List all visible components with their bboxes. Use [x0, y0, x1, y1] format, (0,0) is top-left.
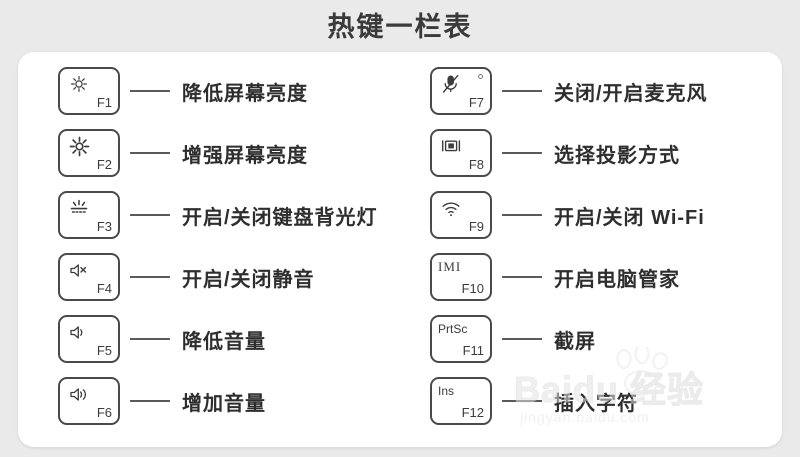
hotkey-description: 降低屏幕亮度 — [182, 82, 308, 105]
hotkey-row: F9 开启/关闭 Wi-Fi — [430, 184, 782, 246]
key-fn-label: F7 — [468, 95, 484, 110]
text-label-icon: PrtSc — [438, 322, 468, 336]
key-f6[interactable]: F6 — [58, 377, 120, 425]
key-fn-label: F9 — [468, 219, 484, 234]
projection-icon — [438, 135, 464, 157]
hotkey-column-left: F1 降低屏幕亮度 F2 增强屏幕亮度 F3 开启/关闭键盘背光灯 F4 开启/关闭静音 F5 降… — [18, 52, 400, 447]
hotkey-description: 开启/关闭键盘背光灯 — [182, 206, 378, 229]
connector-line — [502, 276, 542, 278]
hotkey-description: 降低音量 — [182, 330, 266, 353]
volume-down-icon — [66, 321, 92, 343]
connector-line — [502, 400, 542, 402]
key-f9[interactable]: F9 — [430, 191, 492, 239]
brightness-down-icon — [66, 73, 92, 95]
volume-up-icon — [66, 383, 92, 405]
key-f8[interactable]: F8 — [430, 129, 492, 177]
microphone-mute-icon — [438, 73, 464, 95]
hotkey-row: F7 关闭/开启麦克风 — [430, 60, 782, 122]
hotkey-row: F3 开启/关闭键盘背光灯 — [58, 184, 440, 246]
key-fn-label: F11 — [462, 343, 484, 358]
connector-line — [130, 152, 170, 154]
hotkey-description: 开启/关闭静音 — [182, 268, 315, 291]
key-f7[interactable]: F7 — [430, 67, 492, 115]
key-f4[interactable]: F4 — [58, 253, 120, 301]
text-label-icon: Ins — [438, 384, 455, 398]
connector-line — [130, 400, 170, 402]
hotkey-card: F1 降低屏幕亮度 F2 增强屏幕亮度 F3 开启/关闭键盘背光灯 F4 开启/关闭静音 F5 降… — [18, 52, 782, 447]
key-fn-label: F4 — [96, 281, 112, 296]
mic-status-led-icon — [478, 74, 483, 79]
hotkey-description: 开启/关闭 Wi-Fi — [554, 206, 705, 229]
pc-manager-icon: IMI — [438, 259, 462, 274]
hotkey-row: F5 降低音量 — [58, 308, 440, 370]
key-f1[interactable]: F1 — [58, 67, 120, 115]
hotkey-description: 增加音量 — [182, 392, 266, 415]
keyboard-backlight-icon — [66, 197, 92, 219]
hotkey-row: F8 选择投影方式 — [430, 122, 782, 184]
connector-line — [502, 152, 542, 154]
hotkey-description: 选择投影方式 — [554, 144, 680, 167]
hotkey-description: 关闭/开启麦克风 — [554, 82, 708, 105]
hotkey-description: 截屏 — [554, 330, 596, 353]
key-fn-label: F10 — [461, 281, 484, 296]
hotkey-row: F2 增强屏幕亮度 — [58, 122, 440, 184]
key-fn-label: F5 — [96, 343, 112, 358]
key-fn-label: F3 — [96, 219, 112, 234]
hotkey-row: F1 降低屏幕亮度 — [58, 60, 440, 122]
connector-line — [130, 214, 170, 216]
page-title: 热键一栏表 — [327, 12, 473, 42]
key-f10[interactable]: IMI F10 — [430, 253, 492, 301]
wifi-icon — [438, 197, 464, 219]
key-f5[interactable]: F5 — [58, 315, 120, 363]
hotkey-description: 插入字符 — [554, 392, 638, 415]
hotkey-row: IMI F10 开启电脑管家 — [430, 246, 782, 308]
key-fn-label: F6 — [96, 405, 112, 420]
key-fn-label: F1 — [96, 95, 112, 110]
key-fn-label: F2 — [96, 157, 112, 172]
key-fn-label: F8 — [468, 157, 484, 172]
connector-line — [130, 90, 170, 92]
key-fn-label: F12 — [461, 405, 484, 420]
hotkey-row: F6 增加音量 — [58, 370, 440, 432]
hotkey-description: 增强屏幕亮度 — [182, 144, 308, 167]
connector-line — [130, 276, 170, 278]
key-f3[interactable]: F3 — [58, 191, 120, 239]
connector-line — [130, 338, 170, 340]
connector-line — [502, 214, 542, 216]
speaker-mute-icon — [66, 259, 92, 281]
hotkey-row: F4 开启/关闭静音 — [58, 246, 440, 308]
hotkey-description: 开启电脑管家 — [554, 268, 680, 291]
brightness-up-icon — [66, 135, 92, 157]
connector-line — [502, 338, 542, 340]
key-f2[interactable]: F2 — [58, 129, 120, 177]
connector-line — [502, 90, 542, 92]
